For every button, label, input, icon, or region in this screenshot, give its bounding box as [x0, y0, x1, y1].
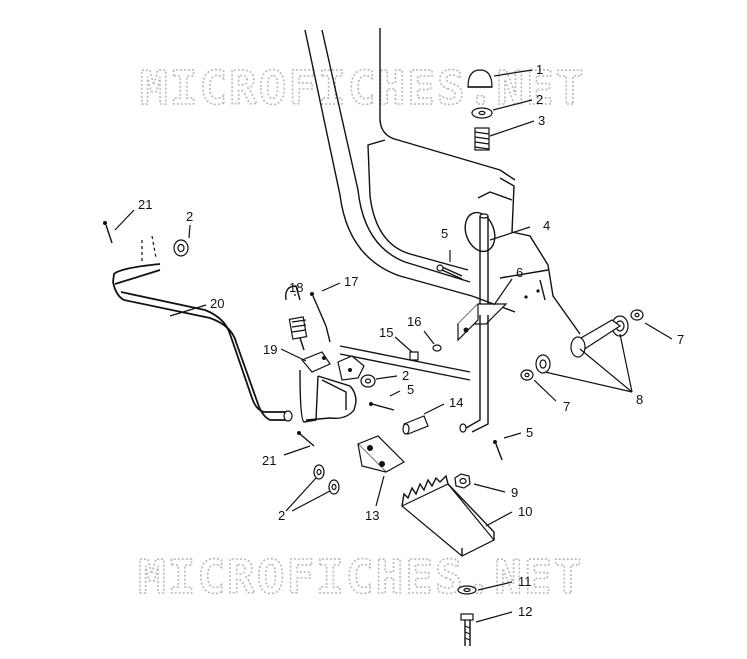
cap-part-1 [467, 69, 493, 88]
linkage-rod [339, 315, 489, 433]
callout-4: 4 [543, 218, 550, 233]
callout-19: 19 [263, 342, 277, 357]
callout-2: 2 [278, 508, 285, 523]
pin-part-21-upper [103, 221, 113, 244]
callout-7: 7 [677, 332, 684, 347]
pedal-part-10 [400, 474, 495, 557]
spring-part-18 [285, 285, 308, 351]
callout-2: 2 [536, 92, 543, 107]
spring-part-3 [474, 127, 490, 151]
washers-part-2-lower [313, 464, 340, 495]
washer-part-16 [432, 344, 442, 352]
watermark-bottom: MICROFICHES.NET [138, 550, 583, 604]
callout-8: 8 [636, 392, 643, 407]
rod-part-20 [112, 263, 293, 422]
callout-9: 9 [511, 485, 518, 500]
pin-part-21-lower [297, 431, 315, 447]
bracket-part-19 [299, 351, 365, 423]
washer-part-2-middle [360, 374, 376, 388]
callout-6: 6 [516, 265, 523, 280]
callout-14: 14 [449, 395, 463, 410]
bolt-part-12 [460, 613, 474, 646]
callout-20: 20 [210, 296, 224, 311]
pin-part-5-upper [436, 264, 463, 280]
callout-5: 5 [407, 382, 414, 397]
washer-part-2-left [141, 235, 189, 262]
bolt-part-15 [409, 351, 419, 361]
watermark-top: MICROFICHES.NET [140, 61, 585, 115]
pedal-bracket-part-13 [356, 435, 405, 473]
callout-7: 7 [563, 399, 570, 414]
callout-16: 16 [407, 314, 421, 329]
callout-18: 18 [289, 280, 303, 295]
callout-21: 21 [138, 197, 152, 212]
pin-part-14 [402, 415, 429, 435]
callout-13: 13 [365, 508, 379, 523]
rod-part-4 [479, 213, 489, 310]
callout-17: 17 [344, 274, 358, 289]
washer-part-2-top [471, 107, 493, 119]
bushings-part-8 [520, 309, 644, 381]
leader-lines [114, 69, 673, 623]
washer-part-11 [457, 585, 477, 595]
callout-15: 15 [379, 325, 393, 340]
callout-2: 2 [402, 368, 409, 383]
nut-part-9 [454, 473, 471, 489]
pin-part-5-middle [369, 402, 395, 411]
callout-10: 10 [518, 504, 532, 519]
callout-11: 11 [518, 574, 532, 589]
bolt-part-17 [310, 292, 331, 343]
callout-2: 2 [186, 209, 193, 224]
frame-panel [304, 28, 581, 335]
callout-3: 3 [538, 113, 545, 128]
callout-labels: 1 2 3 4 5 6 7 7 8 2 21 20 18 17 15 16 19… [138, 62, 684, 619]
callout-5: 5 [526, 425, 533, 440]
callout-5: 5 [441, 226, 448, 241]
callout-21: 21 [262, 453, 276, 468]
callout-12: 12 [518, 604, 532, 619]
bracket-part-6 [456, 303, 508, 342]
pin-part-5-lower [493, 440, 503, 461]
callout-1: 1 [536, 62, 543, 77]
